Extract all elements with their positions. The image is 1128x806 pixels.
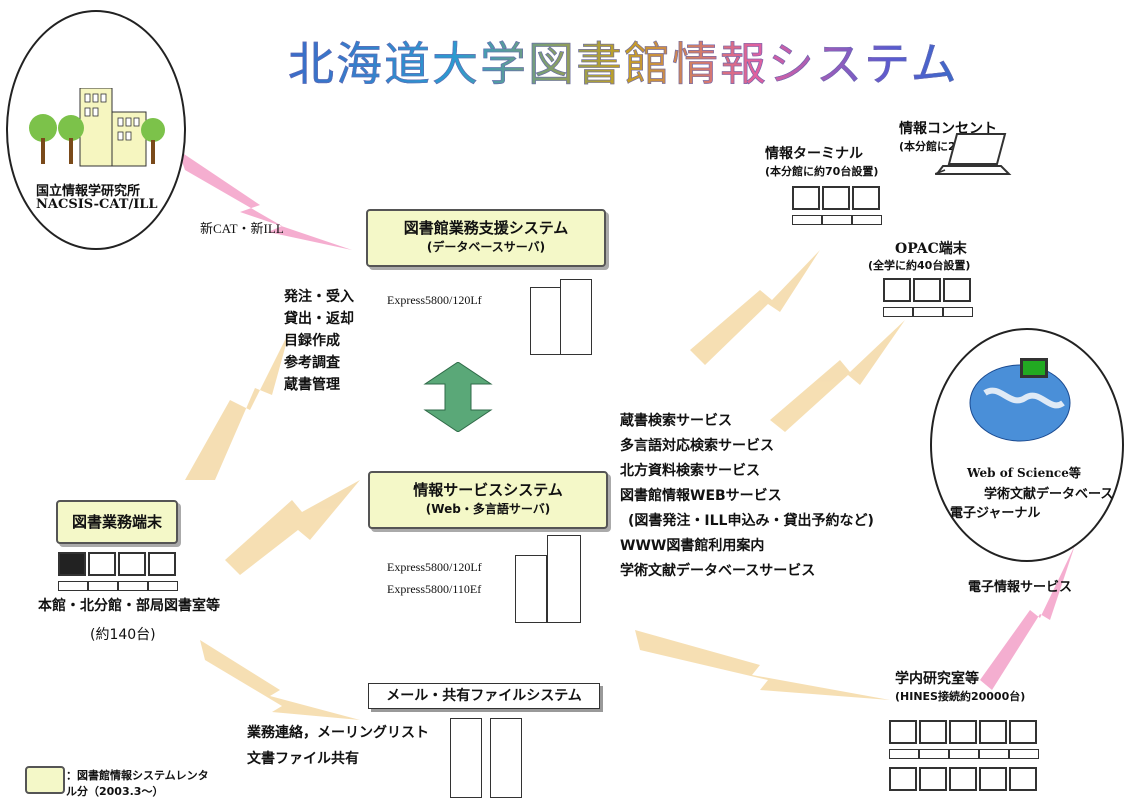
bolt-external — [980, 545, 1075, 690]
mail-server-icon — [450, 718, 522, 798]
diagram-title: 北海道大学図書館情報システム — [288, 28, 959, 94]
service-item: 学術文献データベースサービス — [620, 563, 816, 579]
business-server-model: Express5800/120Lf — [387, 293, 482, 307]
nii-name: 国立情報学研究所 — [36, 184, 141, 199]
mail-item: 業務連絡，メーリングリスト — [247, 725, 429, 741]
info-terminal-note: (本分館に約70台設置) — [765, 165, 879, 178]
service-item: 蔵書検索サービス — [620, 413, 732, 429]
business-system-title: 図書館業務支援システム — [403, 219, 569, 237]
business-task-list: 発注・受入 貸出・返却 目録作成 参考調査 蔵書管理 — [284, 286, 354, 396]
info-system-title: 情報サービスシステム — [413, 481, 563, 499]
task-item: 発注・受入 — [284, 289, 354, 305]
service-item: 北方資料検索サービス — [620, 463, 760, 479]
legend-line1: ：図書館情報システムレンタ — [66, 769, 209, 782]
library-terminal-location: 本館・北分館・部局図書室等 — [38, 598, 220, 614]
mail-system-box: メール・共有ファイルシステム — [368, 683, 600, 709]
opac-note: (全学に約40台設置) — [868, 259, 971, 272]
bolt-opac-1 — [690, 250, 820, 365]
double-arrow-icon — [423, 362, 493, 432]
library-terminal-title: 図書業務端末 — [71, 513, 162, 531]
lab-note: (HINES接続約20000台) — [895, 690, 1026, 703]
bolt-lab — [635, 630, 890, 700]
external-db-line2: 学術文献データベース — [984, 487, 1114, 502]
service-item: 図書館情報WEBサービス — [620, 488, 782, 504]
e-info-service-label: 電子情報サービス — [968, 580, 1073, 595]
task-item: 目録作成 — [284, 333, 340, 349]
globe-icon — [969, 358, 1071, 442]
bolt-info-left — [225, 480, 360, 575]
business-server-icon — [530, 275, 600, 355]
task-item: 蔵書管理 — [284, 377, 340, 393]
legend-line2: ル分（2003.3～） — [66, 785, 164, 798]
info-server-icon — [515, 535, 585, 625]
building-icon — [29, 88, 165, 167]
task-item: 貸出・返却 — [284, 311, 354, 327]
library-terminal-box: 図書業務端末 — [56, 500, 178, 544]
legend-swatch — [25, 766, 65, 794]
mail-item: 文書ファイル共有 — [247, 751, 359, 767]
external-db-line1: Web of Science等 — [967, 466, 1081, 480]
service-item: (図書発注・ILL申込み・貸出予約など) — [628, 513, 874, 529]
service-item: WWW図書館利用案内 — [620, 538, 765, 554]
info-terminal-title: 情報ターミナル — [765, 146, 863, 162]
bolt-terminal — [185, 330, 290, 480]
info-system-subtitle: (Web・多言語サーバ) — [425, 502, 551, 516]
task-item: 参考調査 — [284, 355, 340, 371]
laptop-icon — [935, 133, 1012, 175]
info-system-box: 情報サービスシステム (Web・多言語サーバ) — [368, 471, 608, 529]
info-terminal-icons — [792, 186, 912, 229]
business-system-subtitle: (データベースサーバ) — [426, 240, 546, 254]
business-system-box: 図書館業務支援システム (データベースサーバ) — [366, 209, 606, 267]
lab-title: 学内研究室等 — [895, 671, 979, 687]
library-terminal-count: (約140台) — [90, 627, 156, 643]
external-db-line3: 電子ジャーナル — [950, 506, 1041, 521]
library-terminal-icons — [58, 552, 208, 595]
opac-icons — [883, 278, 1003, 321]
service-item: 多言語対応検索サービス — [620, 438, 774, 454]
nii-system: NACSIS-CAT/ILL — [36, 197, 158, 212]
info-server-model-1: Express5800/120Lf — [387, 560, 482, 574]
bolt-opac-2 — [770, 320, 905, 432]
service-list: 蔵書検索サービス 多言語対応検索サービス 北方資料検索サービス 図書館情報WEB… — [620, 409, 874, 584]
bolt-mail — [200, 640, 360, 720]
nii-link-label: 新CAT・新ILL — [200, 221, 284, 236]
opac-title: OPAC端末 — [895, 241, 967, 257]
lab-icons — [889, 720, 1049, 791]
info-server-model-2: Express5800/110Ef — [387, 582, 482, 596]
